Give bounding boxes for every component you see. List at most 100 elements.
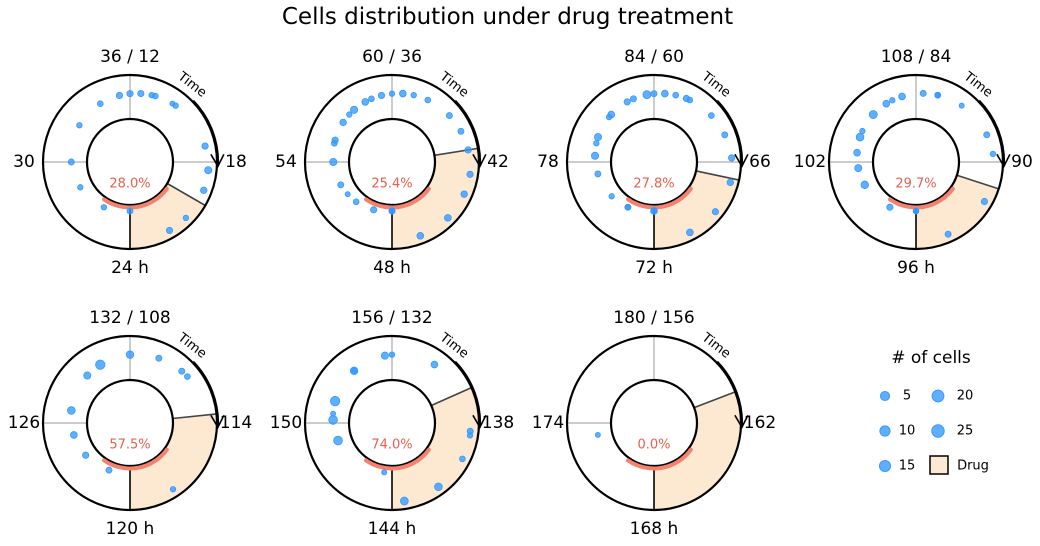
label-right: 42 [487,152,509,172]
label-bottom: 72 h [635,258,673,278]
cell-bubble-8 [126,207,134,215]
cell-bubble-4 [204,166,213,175]
legend-bubble-25 [931,424,945,438]
label-top: 180 / 156 [613,308,694,328]
cell-bubble-5 [466,170,474,178]
cell-bubble-1 [169,486,177,493]
time-arrow-arc [192,360,220,428]
cell-bubble-2 [445,112,453,119]
cell-bubble-3 [721,131,729,139]
cell-bubble-20 [389,208,395,214]
cell-bubble-23 [630,95,637,103]
legend-label-5: 5 [903,389,911,404]
inner-ring [85,117,175,207]
cell-bubble-16 [137,89,145,98]
cell-bubble-16 [350,105,359,114]
cell-bubble-6 [182,214,190,222]
time-arrow-arc [454,99,482,167]
cell-bubble-19 [651,208,657,214]
cell-bubble-12 [591,151,599,160]
inner-ring [609,117,699,207]
cell-bubble-23 [346,111,353,118]
drug-percent: 25.4% [371,177,412,192]
cell-bubble-3 [82,451,90,459]
cell-bubble-1 [594,431,601,438]
cell-bubble-15 [388,351,396,358]
cell-bubble-8 [416,231,425,240]
cell-bubble-3 [980,197,988,206]
time-arrow-head [996,153,1011,169]
drug-wedge [654,170,740,249]
cell-bubble-9 [853,148,861,157]
cell-bubble-13 [594,133,603,142]
cell-bubble-17 [152,92,159,100]
time-label: Time [436,330,471,362]
time-arrow-arc [192,99,220,167]
label-right: 138 [482,413,514,433]
drug-arc [101,447,169,471]
cell-bubble-21 [344,191,351,198]
inner-ring [347,117,437,207]
drug-percent: 0.0% [637,438,670,453]
legend-label-20: 20 [957,389,974,404]
time-label: Time [174,330,209,362]
label-right: 114 [220,413,252,433]
cell-bubble-12 [337,181,345,189]
label-right: 18 [225,152,247,172]
cell-bubble-11 [184,373,191,380]
time-arrow-head [472,153,487,169]
legend-bubble-15 [878,459,892,473]
cell-bubble-4 [70,431,78,439]
cell-bubble-7 [95,359,106,370]
cell-bubble-8 [854,164,863,173]
label-bottom: 144 h [368,519,417,539]
drug-arc [363,447,431,471]
cell-bubble-5 [200,186,208,194]
cell-bubble-18 [377,91,386,100]
drug-percent: 29.7% [895,177,936,192]
cell-bubble-9 [380,351,389,360]
drug-arc [363,186,431,210]
label-left: 30 [13,152,35,172]
time-arrow-arc [978,99,1006,167]
drug-wedge [130,413,217,510]
drug-wedge [130,183,206,249]
legend-label-15: 15 [899,459,916,474]
cell-bubble-3 [201,142,209,150]
drug-wedge [392,148,479,249]
drug-arc [625,186,693,210]
cell-bubble-15 [339,118,347,127]
cell-bubble-13 [330,410,337,417]
label-bottom: 48 h [373,258,411,278]
label-left: 102 [794,152,826,172]
label-top: 36 / 12 [100,47,160,67]
cell-bubble-15 [623,98,631,106]
time-label: Time [174,69,209,101]
time-label: Time [698,330,733,362]
label-bottom: 120 h [106,519,155,539]
cell-bubble-19 [889,97,896,104]
cell-bubble-5 [67,406,76,415]
cell-bubble-4 [400,496,409,506]
cell-bubble-10 [370,206,378,214]
cell-bubble-3 [434,482,443,492]
cell-bubble-6 [328,415,338,425]
cell-bubble-12 [76,122,83,129]
legend-bubble-5 [879,390,891,402]
cell-bubble-7 [860,180,869,189]
cell-bubble-16 [958,102,965,109]
cell-bubble-3 [457,127,465,135]
cell-bubble-2 [105,466,113,474]
time-arrow-arc [716,99,744,167]
cell-bubble-22 [331,139,338,147]
cell-bubble-20 [934,91,942,99]
time-arrow-arc [454,360,482,428]
chart-title: Cells distribution under drug treatment [281,4,734,30]
drug-percent: 57.5% [109,438,150,453]
legend-drug-swatch [929,455,949,475]
label-right: 66 [749,152,771,172]
